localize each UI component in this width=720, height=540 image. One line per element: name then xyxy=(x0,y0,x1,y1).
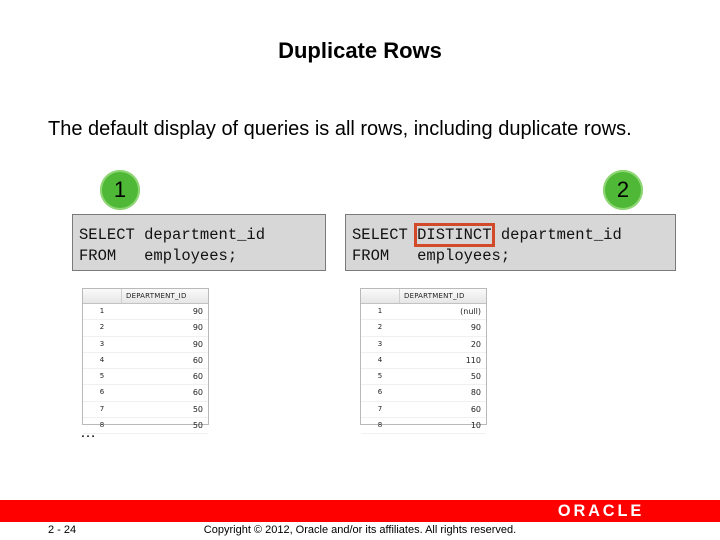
table-row[interactable]: 3 20 xyxy=(361,337,486,353)
table-row[interactable]: 4 60 xyxy=(83,353,208,370)
copyright-text: Copyright © 2012, Oracle and/or its affi… xyxy=(203,524,517,536)
row-number: 4 xyxy=(99,355,105,364)
sql-line-from: FROM employees; xyxy=(352,247,511,265)
table-row[interactable]: 6 80 xyxy=(361,385,486,402)
row-number: 4 xyxy=(377,355,383,364)
row-number: 2 xyxy=(99,323,105,332)
table-row[interactable]: 3 90 xyxy=(83,337,208,353)
department-id-cell: 90 xyxy=(192,307,203,316)
table-row[interactable]: 5 60 xyxy=(83,369,208,386)
table-row[interactable]: 8 50 xyxy=(83,418,208,435)
row-number-header xyxy=(83,289,122,303)
grid-header: DEPARTMENT_ID xyxy=(361,289,486,304)
row-number: 7 xyxy=(99,404,105,413)
table-row[interactable]: 4 110 xyxy=(361,353,486,370)
more-rows-ellipsis: … xyxy=(80,424,96,441)
slide-title: Duplicate Rows xyxy=(278,38,442,63)
column-header[interactable]: DEPARTMENT_ID xyxy=(126,292,187,300)
grid-body: 1 (null) 2 90 3 20 4 110 5 50 6 80 7 60 8 10 xyxy=(361,304,486,435)
table-row[interactable]: 6 60 xyxy=(83,385,208,402)
sql-select-keyword: SELECT xyxy=(352,226,408,244)
page-number: 2 - 24 xyxy=(48,524,77,536)
department-id-cell: 90 xyxy=(192,323,203,333)
row-number: 1 xyxy=(377,307,383,315)
department-id-cell: 20 xyxy=(470,339,481,349)
oracle-logo: ORACLE xyxy=(557,501,645,520)
department-id-cell: 50 xyxy=(470,372,481,382)
department-id-cell: 80 xyxy=(470,388,481,398)
department-id-cell: 90 xyxy=(192,339,203,349)
results-grid-1: DEPARTMENT_ID 1 90 2 90 3 90 4 60 5 60 6 60 7 50 8 50 xyxy=(82,288,209,435)
intro-text: The default display of queries is all ro… xyxy=(48,118,632,140)
grid-header: DEPARTMENT_ID xyxy=(83,289,208,304)
department-id-cell: 50 xyxy=(192,404,203,414)
step-badge-2: 2 xyxy=(603,170,643,210)
row-number: 5 xyxy=(99,372,105,381)
distinct-highlight: DISTINCT xyxy=(414,223,495,247)
sql-line-select: SELECT department_id xyxy=(79,226,266,244)
department-id-cell: 60 xyxy=(470,404,481,414)
row-number-header xyxy=(361,289,400,303)
row-number: 3 xyxy=(377,339,383,348)
sql-code-box-1: SELECT department_id FROM employees; xyxy=(72,214,326,271)
grid-body: 1 90 2 90 3 90 4 60 5 60 6 60 7 50 8 50 xyxy=(83,304,208,435)
sql-code-box-2: SELECT DISTINCT department_id FROM emplo… xyxy=(345,214,676,271)
department-id-cell: 90 xyxy=(470,323,481,333)
row-number: 6 xyxy=(377,388,383,397)
step-badge-1: 1 xyxy=(100,170,140,210)
department-id-cell: 60 xyxy=(192,355,203,365)
table-row[interactable]: 1 (null) xyxy=(361,304,486,321)
row-number: 8 xyxy=(377,421,383,430)
table-row[interactable]: 8 10 xyxy=(361,418,486,435)
table-row[interactable]: 2 90 xyxy=(83,320,208,337)
row-number: 1 xyxy=(99,307,105,315)
department-id-cell: 10 xyxy=(470,421,481,431)
department-id-cell: 60 xyxy=(192,372,203,382)
table-row[interactable]: 7 60 xyxy=(361,402,486,419)
results-grid-2: DEPARTMENT_ID 1 (null) 2 90 3 20 4 110 5 50 6 80 7 60… xyxy=(360,288,487,435)
department-id-cell: (null) xyxy=(460,307,481,316)
sql-column-name: department_id xyxy=(500,226,622,244)
department-id-cell: 50 xyxy=(192,421,203,431)
table-row[interactable]: 5 50 xyxy=(361,369,486,386)
department-id-cell: 60 xyxy=(192,388,203,398)
table-row[interactable]: 1 90 xyxy=(83,304,208,321)
row-number: 7 xyxy=(377,404,383,413)
row-number: 2 xyxy=(377,323,383,332)
row-number: 6 xyxy=(99,388,105,397)
department-id-cell: 110 xyxy=(465,355,481,365)
table-row[interactable]: 7 50 xyxy=(83,402,208,419)
row-number: 5 xyxy=(377,372,383,381)
sql-line-from: FROM employees; xyxy=(79,247,238,265)
row-number: 8 xyxy=(99,421,105,430)
footer-bar xyxy=(0,500,720,522)
column-header[interactable]: DEPARTMENT_ID xyxy=(404,292,465,300)
row-number: 3 xyxy=(99,339,105,348)
table-row[interactable]: 2 90 xyxy=(361,320,486,337)
